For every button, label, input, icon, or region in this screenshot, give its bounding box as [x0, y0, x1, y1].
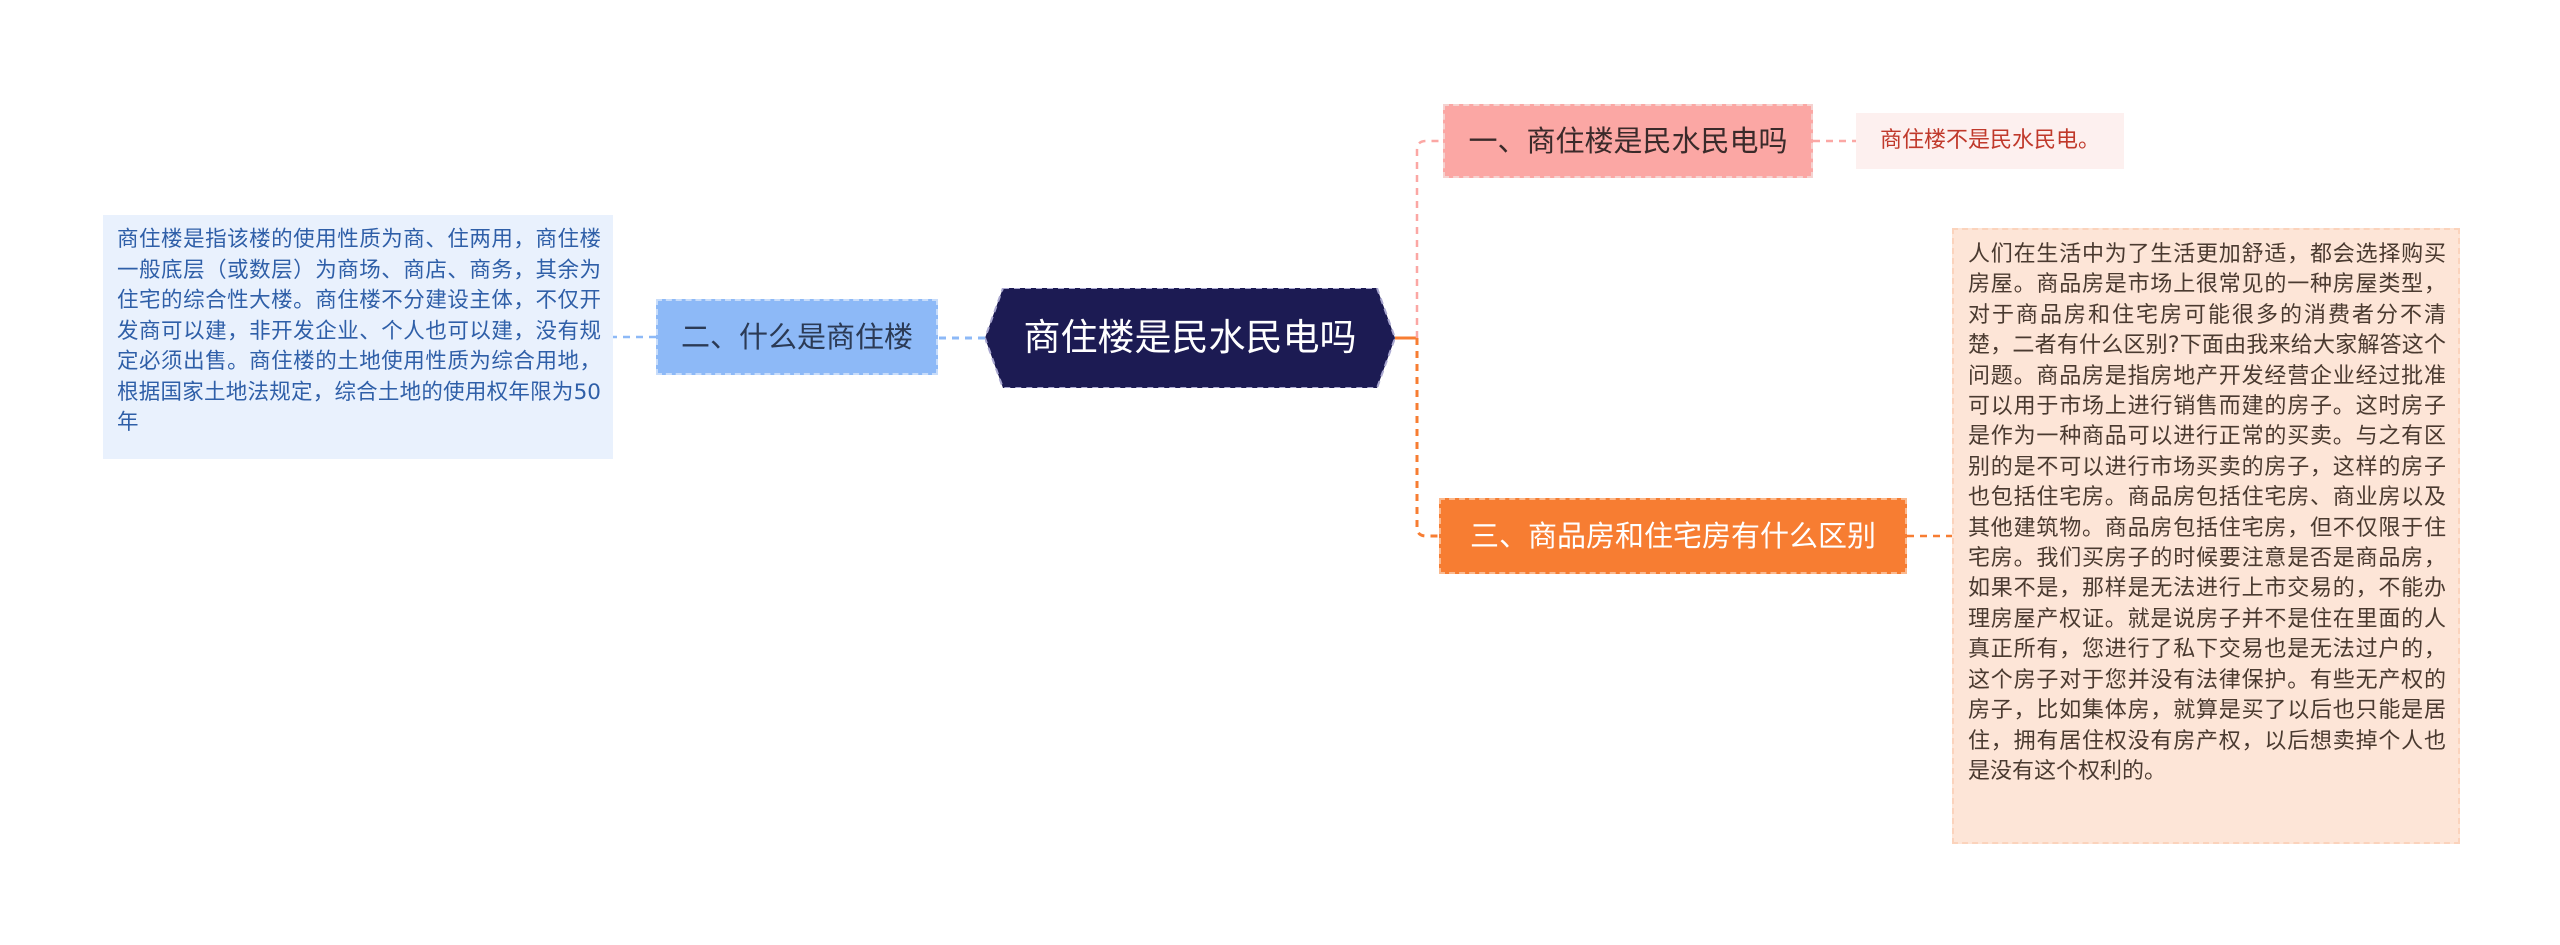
branch-2-detail-text: 商住楼是指该楼的使用性质为商、住两用，商住楼一般底层（或数层）为商场、商店、商务…	[117, 227, 601, 435]
central-topic-label: 商住楼是民水民电吗	[1023, 316, 1357, 359]
connector-trunk-branch-3	[1415, 338, 1439, 538]
branch-2-label: 二、什么是商住楼	[680, 320, 913, 354]
branch-1-topic[interactable]: 一、商住楼是民水民电吗	[1443, 104, 1813, 178]
branch-2-topic[interactable]: 二、什么是商住楼	[656, 299, 938, 375]
branch-1-detail[interactable]: 商住楼不是民水民电。	[1856, 113, 2124, 169]
connector-trunk-branch-1	[1415, 139, 1443, 338]
branch-1-label: 一、商住楼是民水民电吗	[1468, 124, 1788, 158]
branch-3-detail-text: 人们在生活中为了生活更加舒适，都会选择购买房屋。商品房是市场上很常见的一种房屋类…	[1968, 242, 2446, 784]
central-topic-shape	[985, 288, 1395, 388]
branch-2-detail[interactable]: 商住楼是指该楼的使用性质为商、住两用，商住楼一般底层（或数层）为商场、商店、商务…	[103, 215, 613, 459]
central-topic[interactable]: 商住楼是民水民电吗	[985, 288, 1395, 388]
branch-3-detail[interactable]: 人们在生活中为了生活更加舒适，都会选择购买房屋。商品房是市场上很常见的一种房屋类…	[1952, 228, 2460, 844]
branch-3-topic[interactable]: 三、商品房和住宅房有什么区别	[1439, 498, 1907, 574]
branch-3-label: 三、商品房和住宅房有什么区别	[1469, 519, 1876, 553]
branch-1-detail-text: 商住楼不是民水民电。	[1879, 128, 2100, 153]
